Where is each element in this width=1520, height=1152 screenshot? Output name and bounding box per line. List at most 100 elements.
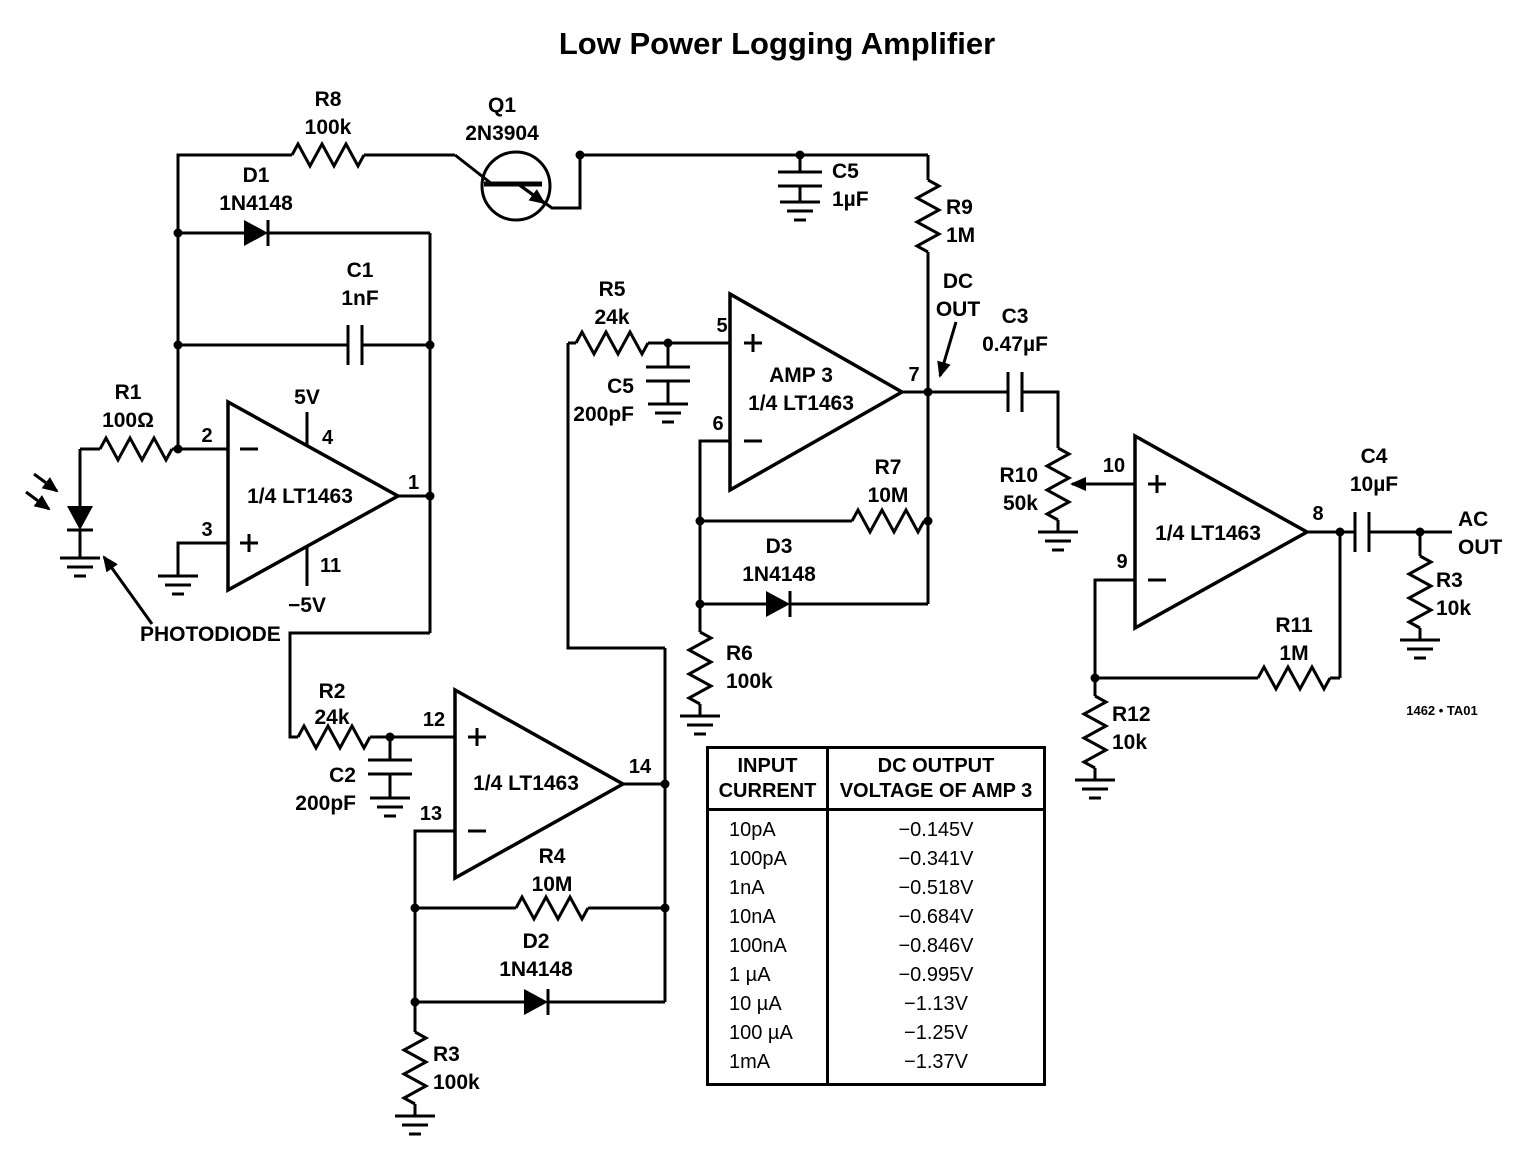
amp4-pin-10-label: 10 bbox=[1103, 455, 1125, 477]
r3-bottom-ref: R3 bbox=[433, 1043, 460, 1066]
junction-dots bbox=[173, 150, 1425, 1007]
ground-symbol bbox=[58, 556, 102, 578]
r7-value: 10M bbox=[868, 484, 909, 507]
light-arrow bbox=[33, 472, 59, 493]
ac-out-callout: AC OUT bbox=[1458, 508, 1503, 559]
light-arrow bbox=[25, 490, 51, 511]
resistor-r5: R5 24k bbox=[574, 278, 650, 356]
r2-ref: R2 bbox=[319, 680, 346, 703]
capacitor-c1: C1 1nF bbox=[341, 259, 379, 365]
capacitor-c2: C2 200pF bbox=[295, 737, 412, 818]
capacitor-c5-bypass: C5 1µF bbox=[778, 155, 869, 222]
r11-ref: R11 bbox=[1275, 614, 1313, 637]
c2-ref: C2 bbox=[329, 764, 356, 787]
potentiometer-r10: R10 50k bbox=[999, 446, 1135, 552]
diode-d2: D2 1N4148 bbox=[499, 930, 573, 1017]
resistor-r3-10k: R3 10k bbox=[1398, 532, 1471, 660]
table-cell-voltage: −0.995V bbox=[898, 964, 974, 986]
ground-symbol bbox=[1073, 778, 1117, 800]
amp4-pin-8-label: 8 bbox=[1312, 503, 1323, 525]
dc-out-callout: DC OUT bbox=[936, 270, 981, 378]
table-header-line: DC OUTPUT bbox=[877, 755, 995, 777]
table-cell-current: 100nA bbox=[709, 932, 829, 961]
figure-code: 1462 • TA01 bbox=[1406, 703, 1478, 718]
r10-ref: R10 bbox=[999, 464, 1038, 487]
c1-ref: C1 bbox=[347, 259, 374, 282]
r2-value: 24k bbox=[314, 706, 349, 729]
r11-value: 1M bbox=[1279, 642, 1308, 665]
ground-symbol bbox=[1398, 638, 1442, 660]
opamp-amp2: 1/4 LT1463 12 13 14 bbox=[420, 687, 652, 881]
r1-ref: R1 bbox=[115, 381, 142, 404]
r3-right-value: 10k bbox=[1436, 597, 1471, 620]
r4-ref: R4 bbox=[539, 845, 566, 868]
diode-d3: D3 1N4148 bbox=[742, 535, 816, 619]
table-cell-current: 10 µA bbox=[709, 990, 829, 1019]
r5-value: 24k bbox=[594, 306, 629, 329]
dc-output-table: INPUT CURRENT DC OUTPUT VOLTAGE OF AMP 3… bbox=[706, 746, 1046, 1086]
r6-value: 100k bbox=[726, 670, 773, 693]
r8-value: 100k bbox=[305, 116, 352, 139]
table-cell-voltage: −0.145V bbox=[898, 819, 974, 841]
amp2-label: 1/4 LT1463 bbox=[473, 772, 579, 795]
amp3-pin-6-label: 6 bbox=[712, 413, 723, 435]
c5a-value: 1µF bbox=[832, 188, 869, 211]
ground-symbol bbox=[678, 714, 722, 736]
table-header-line: INPUT bbox=[737, 755, 798, 777]
dc-out-arrow bbox=[937, 321, 958, 378]
amp1-pin-3-label: 3 bbox=[201, 519, 212, 541]
r9-value: 1M bbox=[946, 224, 975, 247]
d1-value: 1N4148 bbox=[219, 192, 293, 215]
d2-ref: D2 bbox=[523, 930, 550, 953]
c4-value: 10µF bbox=[1350, 473, 1398, 496]
d2-value: 1N4148 bbox=[499, 958, 573, 981]
amp1-label: 1/4 LT1463 bbox=[247, 485, 353, 508]
resistor-r2: R2 24k bbox=[296, 680, 372, 750]
wires bbox=[80, 153, 1452, 1032]
r3-right-ref: R3 bbox=[1436, 569, 1463, 592]
d3-ref: D3 bbox=[766, 535, 793, 558]
amp2-pin-14-label: 14 bbox=[629, 756, 652, 778]
table-cell-voltage: −0.518V bbox=[898, 877, 974, 899]
r8-ref: R8 bbox=[315, 88, 342, 111]
photodiode-label: PHOTODIODE bbox=[140, 623, 281, 646]
photodiode-pointer-arrow bbox=[102, 555, 154, 625]
r7-ref: R7 bbox=[875, 456, 902, 479]
diode-d1: D1 1N4148 bbox=[219, 164, 293, 248]
amp3-name: AMP 3 bbox=[769, 364, 833, 387]
resistor-r7: R7 10M bbox=[850, 456, 926, 534]
opamp-amp1: 1/4 LT1463 2 3 4 11 1 5V −5V bbox=[201, 386, 419, 617]
resistor-r8: R8 100k bbox=[290, 88, 366, 168]
c4-ref: C4 bbox=[1361, 445, 1388, 468]
r12-ref: R12 bbox=[1112, 703, 1151, 726]
dc-out-label-line2: OUT bbox=[936, 298, 981, 321]
q1-ref: Q1 bbox=[488, 94, 516, 117]
c1-value: 1nF bbox=[341, 287, 379, 310]
table-cell-current: 1mA bbox=[709, 1048, 829, 1083]
opamp-amp3: AMP 3 1/4 LT1463 5 6 7 bbox=[712, 290, 920, 494]
d1-ref: D1 bbox=[243, 164, 270, 187]
amp1-pin-4-label: 4 bbox=[322, 427, 334, 449]
resistor-r4: R4 10M bbox=[514, 845, 590, 921]
amp1-pin-11-label: 11 bbox=[320, 555, 341, 577]
vminus-label: −5V bbox=[288, 594, 326, 617]
resistor-r11: R11 1M bbox=[1256, 614, 1332, 691]
c5b-value: 200pF bbox=[573, 403, 634, 426]
page-title: Low Power Logging Amplifier bbox=[559, 26, 995, 61]
resistor-r3-100k: R3 100k bbox=[393, 1030, 480, 1136]
amp4-pin-9-label: 9 bbox=[1116, 551, 1127, 573]
r6-ref: R6 bbox=[726, 642, 753, 665]
ac-out-label-line1: AC bbox=[1458, 508, 1488, 531]
transistor-q1: Q1 2N3904 bbox=[454, 94, 582, 222]
d3-value: 1N4148 bbox=[742, 563, 816, 586]
capacitor-c4: C4 10µF bbox=[1350, 445, 1398, 552]
table-cell-current: 1nA bbox=[709, 874, 829, 903]
ac-out-label-line2: OUT bbox=[1458, 536, 1503, 559]
ground-symbol bbox=[393, 1114, 437, 1136]
resistor-r12: R12 10k bbox=[1073, 678, 1151, 800]
r10-value: 50k bbox=[1003, 492, 1038, 515]
c2-value: 200pF bbox=[295, 792, 356, 815]
table-header-line: VOLTAGE OF AMP 3 bbox=[839, 780, 1033, 802]
dc-out-label-line1: DC bbox=[943, 270, 973, 293]
